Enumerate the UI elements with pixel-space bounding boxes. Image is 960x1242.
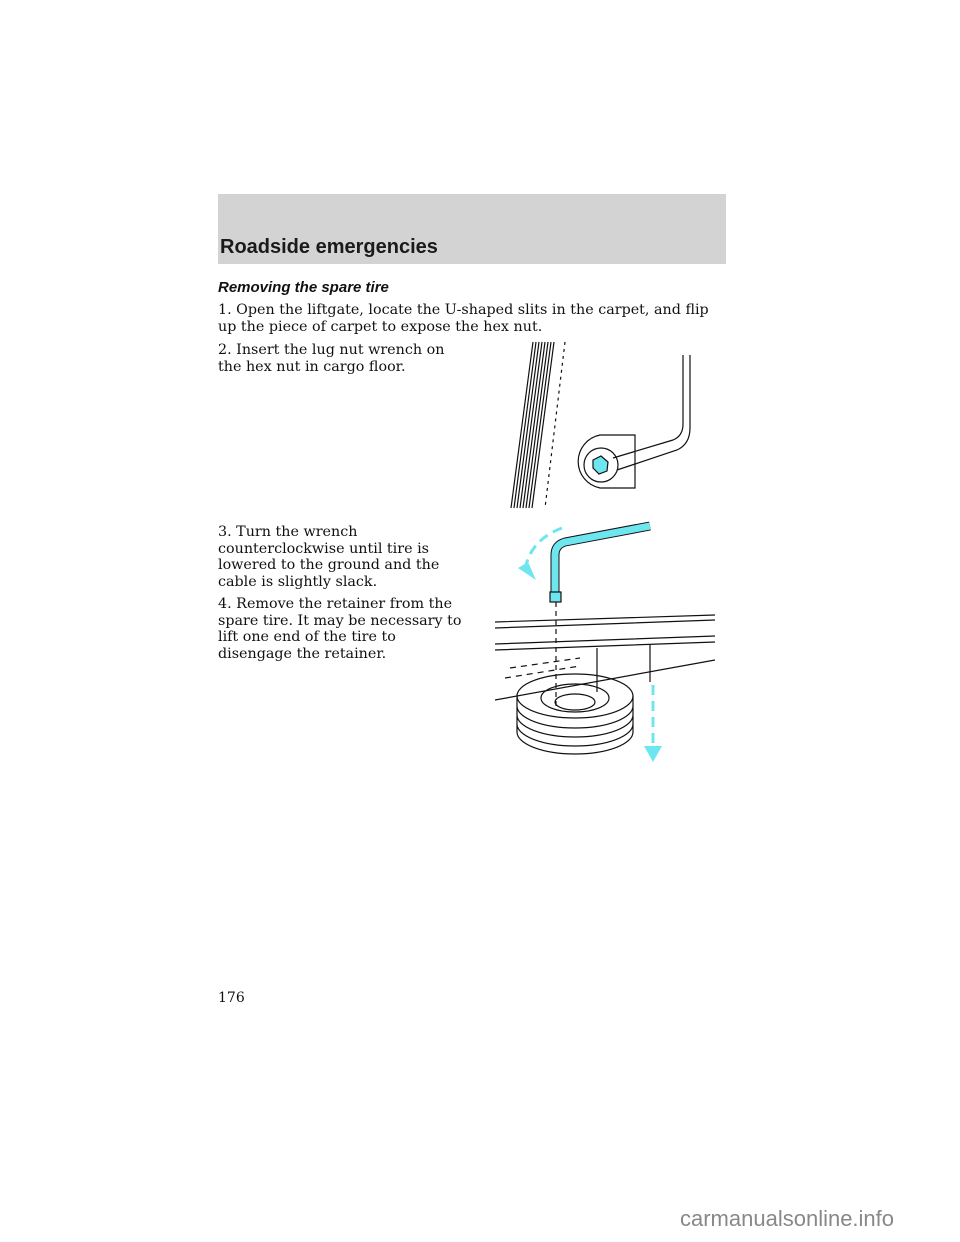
header-title: Roadside emergencies [220, 236, 438, 258]
wrench-on-hex-nut-illustration [510, 341, 691, 509]
lowering-spare-tire-illustration [494, 521, 716, 762]
section-header: Roadside emergencies [218, 194, 726, 264]
subsection-title: Removing the spare tire [218, 279, 389, 296]
step-1: 1. Open the liftgate, locate the U-shape… [218, 302, 709, 335]
watermark: carmanualsonline.info [680, 1206, 895, 1231]
page-number: 176 [218, 990, 245, 1006]
step-4: 4. Remove the retainer from the spare ti… [218, 596, 462, 662]
step-2: 2. Insert the lug nut wrench on the hex … [218, 342, 445, 375]
step-3: 3. Turn the wrench counterclockwise unti… [218, 524, 440, 590]
